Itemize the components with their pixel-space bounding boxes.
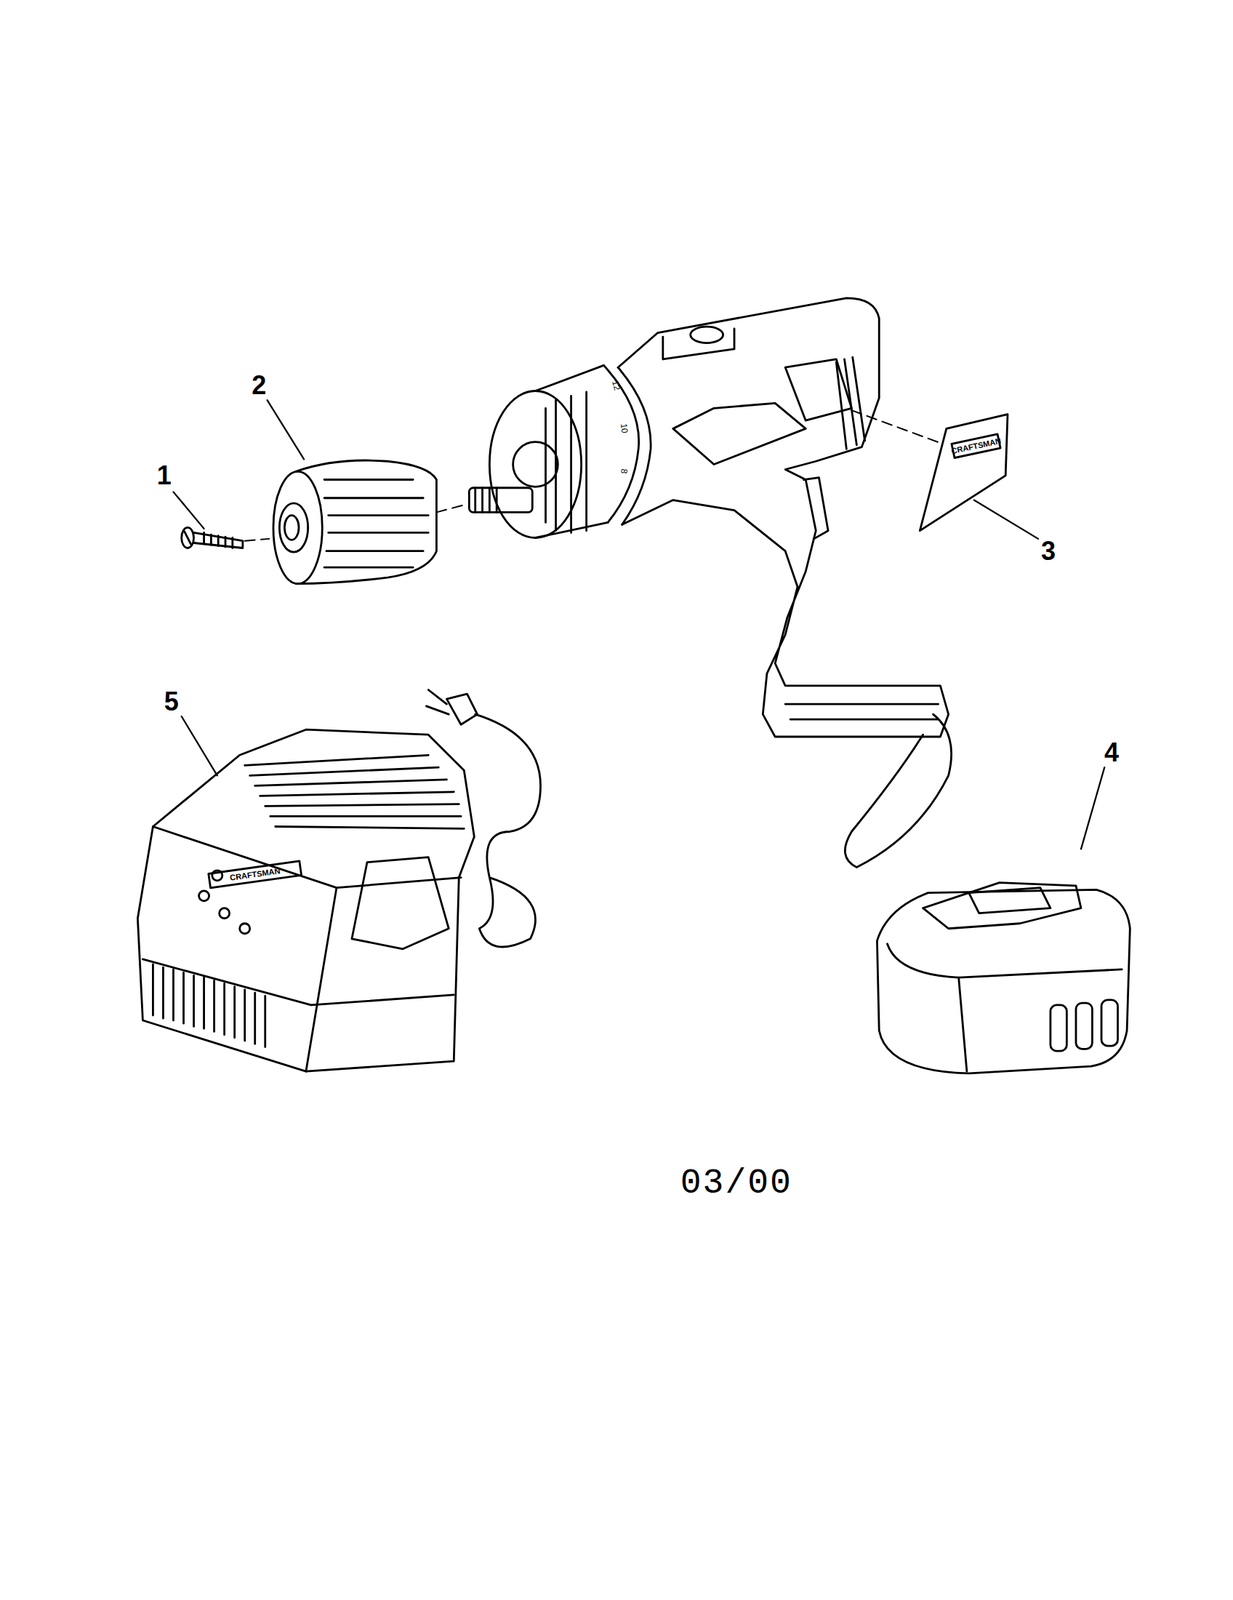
screw — [181, 527, 243, 548]
battery — [876, 882, 1130, 1074]
badge — [919, 414, 1008, 531]
dial-number: 10 — [619, 423, 629, 434]
date-code: 03/00 — [680, 1165, 793, 1201]
assembly-lines — [245, 410, 941, 541]
dial-number: 8 — [619, 468, 629, 475]
leader-lines — [173, 399, 1105, 849]
callout-number: 3 — [1041, 537, 1056, 565]
chuck — [273, 460, 437, 584]
callout-number: 1 — [157, 462, 172, 489]
dial-number: 12 — [610, 379, 622, 392]
callout-number: 4 — [1104, 739, 1119, 766]
callout-number: 2 — [251, 372, 267, 399]
drill-body — [468, 298, 951, 868]
callout-number: 5 — [164, 688, 179, 715]
charger — [137, 689, 541, 1071]
